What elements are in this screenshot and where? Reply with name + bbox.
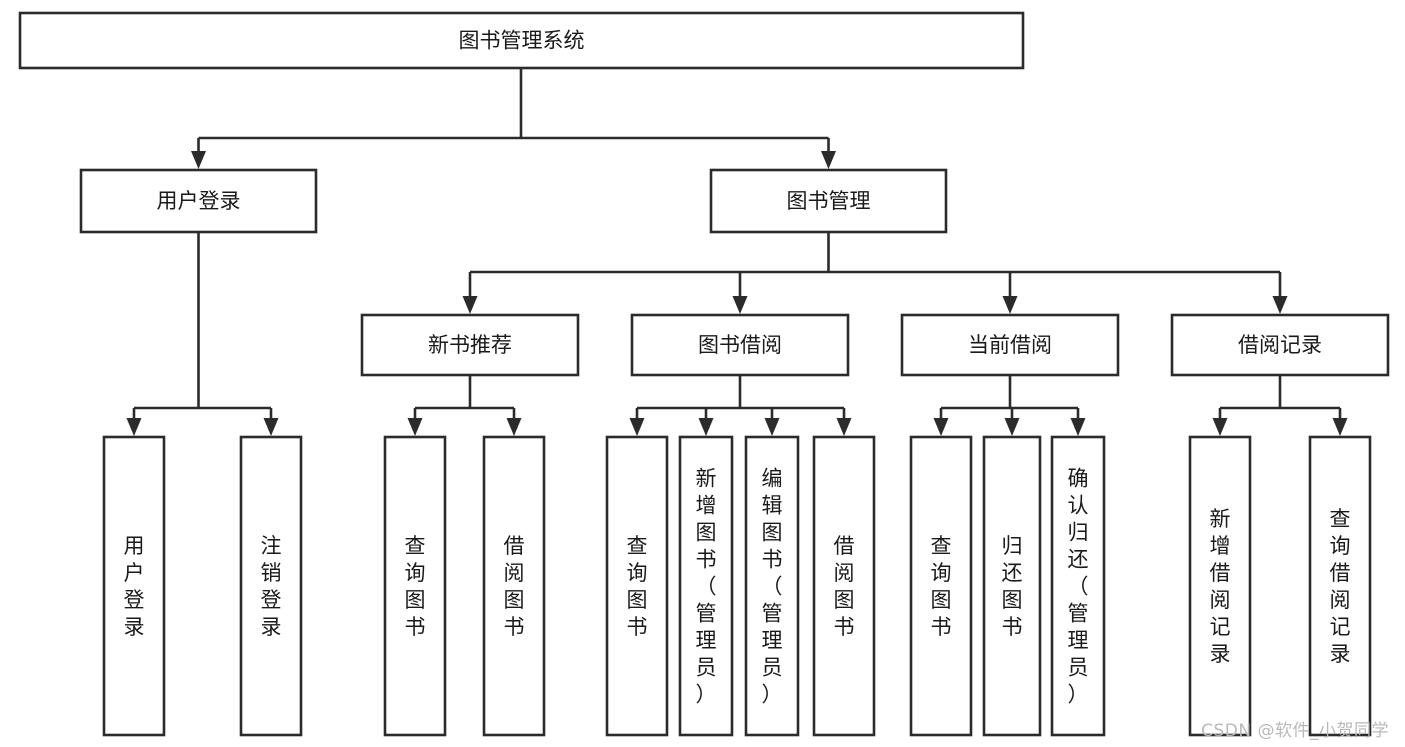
arrow-to-l-add-record	[1212, 418, 1228, 436]
arrow-to-l-return-book	[1004, 418, 1020, 436]
node-root[interactable]: 图书管理系统	[18, 11, 1025, 70]
node-n-user-login-box[interactable]	[79, 168, 318, 234]
nodes-layer: 图书管理系统用户登录图书管理新书推荐图书借阅当前借阅借阅记录用户登录注销登录查询…	[18, 11, 1390, 737]
leaf-l-confirm-return[interactable]: 确认归还（管理员）	[1050, 435, 1106, 737]
node-n-new-book-rec-label: 新书推荐	[428, 333, 512, 357]
leaf-l-user-login[interactable]: 用户登录	[102, 435, 166, 737]
node-root-label: 图书管理系统	[459, 29, 585, 53]
arrow-to-n-book-manage	[821, 151, 836, 169]
node-n-book-manage[interactable]: 图书管理	[709, 168, 948, 234]
arrow-to-n-user-login	[191, 151, 206, 169]
leaf-l-return-book-label: 归还图书	[1002, 534, 1023, 639]
node-n-book-borrow-label: 图书借阅	[698, 333, 782, 357]
leaf-l-query-book-3[interactable]: 查询图书	[909, 435, 973, 737]
leaf-l-borrow-book-1[interactable]: 借阅图书	[482, 435, 546, 737]
node-n-book-borrow-box[interactable]	[630, 313, 850, 377]
leaf-l-add-book-label: 新增图书（管理员）	[696, 467, 717, 707]
leaf-l-query-record-box[interactable]	[1308, 435, 1372, 737]
leaf-l-return-book[interactable]: 归还图书	[982, 435, 1042, 737]
leaf-l-borrow-book-2-box[interactable]	[812, 435, 876, 737]
leaf-l-borrow-book-2[interactable]: 借阅图书	[812, 435, 876, 737]
leaf-l-query-book-2[interactable]: 查询图书	[605, 435, 669, 737]
node-root-box[interactable]	[18, 11, 1025, 70]
arrow-to-l-query-book-1	[407, 418, 423, 436]
leaf-l-query-book-2-box[interactable]	[605, 435, 669, 737]
leaf-l-query-book-3-box[interactable]	[909, 435, 973, 737]
node-n-book-borrow[interactable]: 图书借阅	[630, 313, 850, 377]
node-n-user-login-label: 用户登录	[157, 189, 241, 213]
arrow-to-n-book-borrow	[732, 296, 748, 314]
arrow-to-l-query-book-3	[933, 418, 949, 436]
arrow-to-l-borrow-book-2	[836, 418, 852, 436]
leaf-l-edit-book-label: 编辑图书（管理员）	[762, 467, 783, 707]
node-n-current-borrow[interactable]: 当前借阅	[900, 313, 1120, 377]
node-n-user-login[interactable]: 用户登录	[79, 168, 318, 234]
leaf-l-user-login-box[interactable]	[102, 435, 166, 737]
arrow-to-l-user-logout	[263, 418, 279, 436]
node-n-borrow-record-box[interactable]	[1170, 313, 1390, 377]
leaf-l-edit-book[interactable]: 编辑图书（管理员）	[744, 435, 800, 737]
arrow-to-l-confirm-return	[1070, 418, 1086, 436]
arrow-to-n-new-book-rec	[462, 296, 478, 314]
leaf-l-query-book-1-box[interactable]	[383, 435, 447, 737]
leaf-l-user-logout-label: 注销登录	[261, 534, 282, 639]
arrow-to-n-borrow-record	[1272, 296, 1288, 314]
leaf-l-user-login-label: 用户登录	[124, 534, 145, 639]
leaf-l-borrow-book-2-label: 借阅图书	[834, 534, 855, 639]
node-n-borrow-record-label: 借阅记录	[1238, 333, 1322, 357]
arrow-to-l-edit-book	[764, 418, 780, 436]
node-n-new-book-rec-box[interactable]	[360, 313, 580, 377]
leaf-l-query-record[interactable]: 查询借阅记录	[1308, 435, 1372, 737]
arrow-to-n-current-borrow	[1002, 296, 1018, 314]
leaf-l-query-book-3-label: 查询图书	[931, 534, 952, 639]
arrow-to-l-user-login	[126, 418, 142, 436]
leaf-l-edit-book-box[interactable]	[744, 435, 800, 737]
arrow-to-l-query-book-2	[629, 418, 645, 436]
leaf-l-user-logout[interactable]: 注销登录	[239, 435, 303, 737]
leaf-l-add-record[interactable]: 新增借阅记录	[1188, 435, 1252, 737]
leaf-l-borrow-book-1-box[interactable]	[482, 435, 546, 737]
leaf-l-query-book-1[interactable]: 查询图书	[383, 435, 447, 737]
leaf-l-query-book-1-label: 查询图书	[405, 534, 426, 639]
leaf-l-return-book-box[interactable]	[982, 435, 1042, 737]
leaf-l-confirm-return-box[interactable]	[1050, 435, 1106, 737]
node-n-new-book-rec[interactable]: 新书推荐	[360, 313, 580, 377]
leaf-l-query-book-2-label: 查询图书	[627, 534, 648, 639]
leaf-l-add-book-box[interactable]	[678, 435, 734, 737]
leaf-l-user-logout-box[interactable]	[239, 435, 303, 737]
arrow-to-l-add-book	[698, 418, 714, 436]
leaf-l-add-book[interactable]: 新增图书（管理员）	[678, 435, 734, 737]
leaf-l-borrow-book-1-label: 借阅图书	[504, 534, 525, 639]
node-n-current-borrow-box[interactable]	[900, 313, 1120, 377]
arrow-to-l-query-record	[1332, 418, 1348, 436]
arrow-to-l-borrow-book-1	[506, 418, 522, 436]
node-n-current-borrow-label: 当前借阅	[968, 333, 1052, 357]
node-n-book-manage-box[interactable]	[709, 168, 948, 234]
node-n-borrow-record[interactable]: 借阅记录	[1170, 313, 1390, 377]
leaf-l-add-record-label: 新增借阅记录	[1210, 507, 1231, 666]
leaf-l-query-record-label: 查询借阅记录	[1330, 507, 1351, 666]
leaf-l-confirm-return-label: 确认归还（管理员）	[1068, 467, 1089, 707]
node-n-book-manage-label: 图书管理	[787, 189, 871, 213]
edges-layer	[126, 68, 1348, 436]
leaf-l-add-record-box[interactable]	[1188, 435, 1252, 737]
